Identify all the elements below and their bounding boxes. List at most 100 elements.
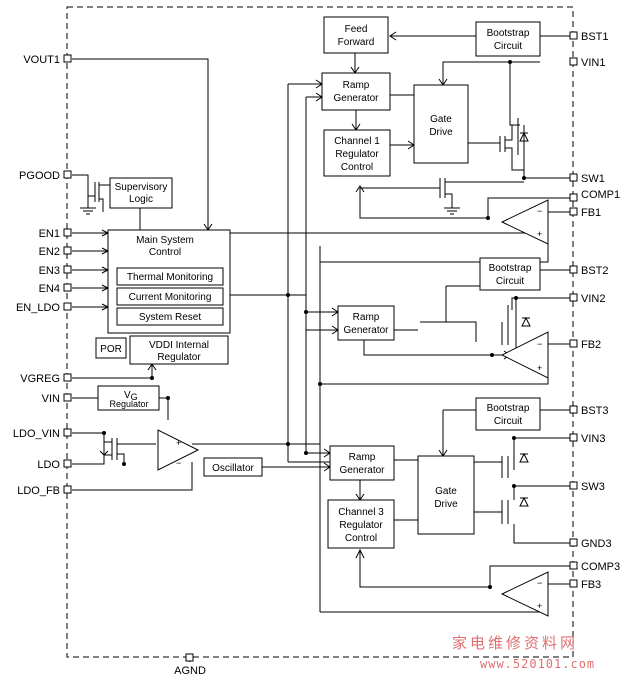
amp-ch1 — [500, 199, 549, 245]
ramp3-label-1: Ramp — [349, 452, 376, 463]
thermal-monitoring — [116, 267, 224, 286]
amp1-plus: + — [537, 229, 542, 239]
pin-label-ldo: LDO — [37, 459, 60, 471]
pin-label-ldo-vin: LDO_VIN — [13, 428, 60, 440]
reset-label: System Reset — [139, 312, 201, 323]
right-pins — [569, 31, 578, 588]
ramp1-label-1: Ramp — [343, 80, 370, 91]
amp-ldo — [157, 429, 200, 471]
main-system-label-2: Control — [149, 247, 181, 258]
bootstrap2-label-1: Bootstrap — [489, 263, 532, 274]
ramp-generator-1 — [321, 72, 391, 111]
pin-label-bst2: BST2 — [581, 265, 609, 277]
supervisory-label-2: Logic — [129, 194, 153, 205]
ramp1-label-2: Generator — [333, 93, 379, 104]
channel3-label-2: Regulator — [339, 520, 383, 531]
gate-drive1-label-2: Drive — [429, 127, 453, 138]
system-reset — [116, 307, 224, 326]
error-amplifiers — [157, 199, 549, 617]
pin-label-fb1: FB1 — [581, 207, 601, 219]
ramp2-label-2: Generator — [343, 325, 389, 336]
vg-regulator-label: Regulator — [109, 399, 148, 409]
pin-label-en4: EN4 — [39, 283, 60, 295]
agnd-pin — [185, 653, 194, 662]
bootstrap1-label-1: Bootstrap — [487, 28, 530, 39]
pin-label-vin3: VIN3 — [581, 433, 605, 445]
pin-label-vin: VIN — [42, 393, 60, 405]
current-label: Current Monitoring — [129, 292, 212, 303]
oscillator-block — [203, 457, 263, 477]
gate-drive-1 — [413, 84, 469, 164]
amp2-plus: + — [537, 363, 542, 373]
bootstrap-circuit-1 — [475, 21, 541, 57]
amp1-minus: − — [537, 206, 542, 216]
pin-label-gnd3: GND3 — [581, 538, 612, 550]
por-block — [95, 337, 127, 359]
vddi-label-1: VDDI Internal — [149, 340, 209, 351]
watermark-cn: 家电维修资料网 — [452, 634, 578, 652]
pin-label-pgood: PGOOD — [19, 170, 60, 182]
feed-forward-block — [323, 16, 389, 54]
ldo-amp-minus: − — [176, 458, 181, 468]
channel3-label-1: Channel 3 — [338, 507, 384, 518]
bootstrap3-label-2: Circuit — [494, 416, 523, 427]
ramp-generator-2 — [337, 305, 395, 341]
bootstrap-circuit-3 — [475, 397, 541, 431]
ramp3-label-2: Generator — [339, 465, 385, 476]
pin-label-bst1: BST1 — [581, 31, 609, 43]
channel1-label-3: Control — [341, 162, 373, 173]
pin-label-en2: EN2 — [39, 246, 60, 258]
channel3-label-3: Control — [345, 533, 377, 544]
bootstrap3-label-1: Bootstrap — [487, 403, 530, 414]
amp2-minus: − — [537, 339, 542, 349]
pin-label-sw1: SW1 — [581, 173, 605, 185]
amp3-plus: + — [537, 601, 542, 611]
bootstrap1-label-2: Circuit — [494, 41, 523, 52]
pin-label-fb2: FB2 — [581, 339, 601, 351]
supervisory-logic — [109, 177, 173, 209]
gate-drive-3 — [417, 455, 475, 535]
pin-label-vin1: VIN1 — [581, 57, 605, 69]
supervisory-label-1: Supervisory — [115, 182, 168, 193]
pin-label-en3: EN3 — [39, 265, 60, 277]
bootstrap-circuit-2 — [479, 257, 541, 291]
pin-label-vout1: VOUT1 — [23, 54, 60, 66]
thermal-label: Thermal Monitoring — [127, 272, 213, 283]
gate-drive1-label-1: Gate — [430, 114, 452, 125]
vddi-label-2: Regulator — [157, 352, 201, 363]
pin-label-comp3: COMP3 — [581, 561, 620, 573]
main-system-label-1: Main System — [136, 235, 194, 246]
vddi-internal-regulator — [129, 335, 229, 365]
channel1-label-1: Channel 1 — [334, 136, 380, 147]
ramp2-label-1: Ramp — [353, 312, 380, 323]
junction-dots — [102, 60, 526, 589]
channel1-regulator-control — [323, 129, 391, 177]
channel1-label-2: Regulator — [335, 149, 379, 160]
pin-label-sw3: SW3 — [581, 481, 605, 493]
watermark-url: www.520101.com — [480, 657, 595, 671]
amp-ch3 — [500, 571, 549, 617]
ldo-amp-plus: + — [176, 438, 181, 448]
gate-drive3-label-1: Gate — [435, 486, 457, 497]
pin-label-en-ldo: EN_LDO — [16, 302, 60, 314]
current-monitoring — [116, 287, 224, 306]
feed-forward-label-1: Feed — [345, 24, 368, 35]
por-label: POR — [100, 344, 122, 355]
pin-label-ldo-fb: LDO_FB — [17, 485, 60, 497]
bootstrap2-label-2: Circuit — [496, 276, 525, 287]
chip-boundary — [66, 6, 574, 658]
feed-forward-label-2: Forward — [338, 37, 375, 48]
oscillator-label: Oscillator — [212, 463, 254, 474]
vg-regulator — [97, 385, 160, 411]
gate-drive3-label-2: Drive — [434, 499, 458, 510]
pin-label-vin2: VIN2 — [581, 293, 605, 305]
pin-label-bst3: BST3 — [581, 405, 609, 417]
pin-label-comp1: COMP1 — [581, 189, 620, 201]
pin-label-vgreg: VGREG — [20, 373, 60, 385]
ramp-generator-3 — [329, 445, 395, 481]
amp3-minus: − — [537, 578, 542, 588]
channel3-regulator-control — [327, 499, 395, 549]
pin-label-en1: EN1 — [39, 228, 60, 240]
pin-label-fb3: FB3 — [581, 579, 601, 591]
